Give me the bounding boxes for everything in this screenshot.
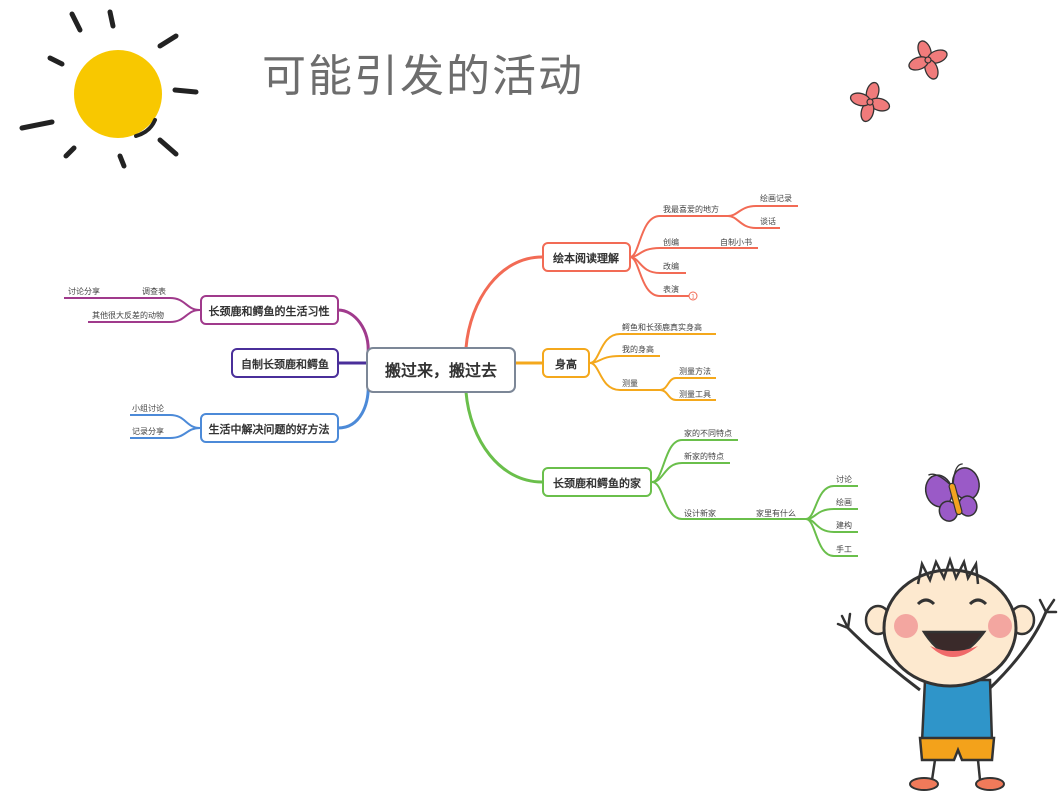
topic-fav-place: 我最喜爱的地方 <box>663 204 719 214</box>
topic-survey: 调查表 <box>142 286 166 296</box>
topic-new-feat: 新家的特点 <box>684 451 724 461</box>
node-make[interactable]: 自制长颈鹿和鳄鱼 <box>231 348 339 378</box>
topic-method: 测量方法 <box>679 366 711 376</box>
page-title: 可能引发的活动 <box>262 51 584 102</box>
topic-self-book: 自制小书 <box>720 237 752 247</box>
boy-illustration <box>836 556 1058 791</box>
topic-create: 创编 <box>663 237 679 247</box>
topic-build: 建构 <box>836 520 852 530</box>
topic-perform-badge: 1 <box>691 294 695 301</box>
node-make-label: 自制长颈鹿和鳄鱼 <box>241 357 329 371</box>
topic-diff: 家的不同特点 <box>684 428 732 438</box>
topic-adapt: 改编 <box>663 261 679 271</box>
subtopics-home: 家的不同特点 新家的特点 设计新家 家里有什么 讨论 绘画 建构 手工 <box>684 428 852 554</box>
topic-share: 讨论分享 <box>68 286 100 296</box>
sun-icon <box>19 9 199 169</box>
topic-others: 其他很大反差的动物 <box>92 310 164 320</box>
node-habits[interactable]: 长颈鹿和鳄鱼的生活习性 <box>200 295 339 325</box>
subtopics-habits: 调查表 讨论分享 其他很大反差的动物 <box>68 286 166 320</box>
node-reading-label: 绘本阅读理解 <box>553 251 619 265</box>
topic-group: 小组讨论 <box>132 403 164 413</box>
flower-icon <box>849 40 948 123</box>
topic-perform-badge-circle <box>688 291 698 301</box>
node-solve[interactable]: 生活中解决问题的好方法 <box>200 413 339 443</box>
node-habits-label: 长颈鹿和鳄鱼的生活习性 <box>209 304 330 318</box>
topic-record: 记录分享 <box>132 426 164 436</box>
topic-perform: 表演 <box>663 284 679 294</box>
node-solve-label: 生活中解决问题的好方法 <box>209 422 330 436</box>
node-home[interactable]: 长颈鹿和鳄鱼的家 <box>542 467 652 497</box>
node-height[interactable]: 身高 <box>542 348 590 378</box>
topic-draw-record: 绘画记录 <box>760 193 792 203</box>
node-height-label: 身高 <box>555 357 577 371</box>
subtopics-height: 鳄鱼和长颈鹿真实身高 我的身高 测量 测量方法 测量工具 <box>622 322 711 399</box>
subtopics-reading: 我最喜爱的地方 绘画记录 谈话 创编 自制小书 改编 表演 1 <box>663 193 792 301</box>
topic-discuss: 讨论 <box>836 474 852 484</box>
topic-what: 家里有什么 <box>756 508 796 518</box>
topic-measure: 测量 <box>622 379 638 388</box>
topic-design: 设计新家 <box>684 508 716 518</box>
center-label: 搬过来，搬过去 <box>385 361 497 380</box>
node-reading[interactable]: 绘本阅读理解 <box>542 242 631 272</box>
topic-my-height: 我的身高 <box>622 344 654 354</box>
mindmap-connectors <box>64 205 858 557</box>
node-home-label: 长颈鹿和鳄鱼的家 <box>553 476 642 490</box>
mindmap-center-node[interactable]: 搬过来，搬过去 <box>366 347 516 393</box>
topic-tools: 测量工具 <box>679 390 711 399</box>
topic-talk: 谈话 <box>760 216 776 226</box>
topic-craft: 手工 <box>836 544 852 554</box>
subtopics-solve: 小组讨论 记录分享 <box>132 403 164 436</box>
topic-paint: 绘画 <box>836 497 852 507</box>
topic-real-height: 鳄鱼和长颈鹿真实身高 <box>622 322 702 332</box>
butterfly-icon <box>924 463 980 522</box>
